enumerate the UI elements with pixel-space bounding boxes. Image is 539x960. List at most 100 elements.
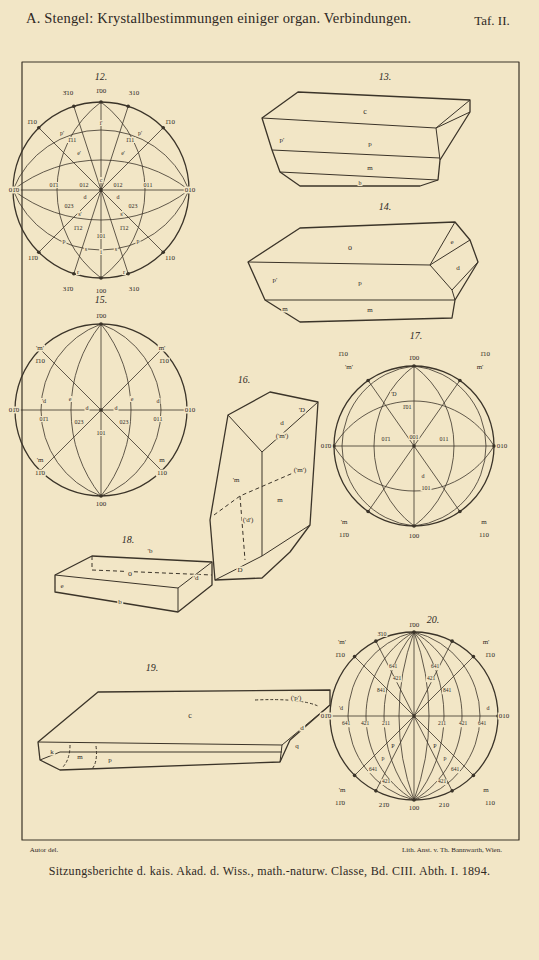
crystal-18 xyxy=(55,556,212,612)
face-label: 310 xyxy=(128,90,141,97)
face-label: c xyxy=(362,108,368,116)
face-label: 'D xyxy=(298,407,306,414)
figure-number: 14. xyxy=(378,202,393,212)
face-label: 1̄10 xyxy=(26,119,38,126)
face-label: 010 xyxy=(184,187,197,194)
face-label: r xyxy=(122,269,126,275)
face-label: 023 xyxy=(64,203,75,209)
face-label: 101 xyxy=(96,430,107,436)
primitive-circle xyxy=(330,632,498,800)
plate-title: A. Stengel: Krystallbestimmungen einiger… xyxy=(26,10,411,27)
face-label: 1̄01 xyxy=(402,404,413,410)
face-label: m' xyxy=(158,345,167,352)
face-label: 641 xyxy=(388,664,398,670)
face-label: d xyxy=(455,265,461,272)
face-label: 11̄0 xyxy=(334,800,346,807)
face-label: 1̄00 xyxy=(95,88,108,95)
face-label: m xyxy=(482,787,489,794)
face-label: 01̄0 xyxy=(8,407,21,414)
pole-dot xyxy=(450,789,454,793)
great-circle xyxy=(334,446,494,491)
face-label: k xyxy=(49,749,55,756)
face-label: 'm xyxy=(340,519,349,526)
great-circle xyxy=(101,102,145,278)
face-label: s' xyxy=(119,211,124,217)
pole-dot xyxy=(99,408,103,412)
crystal-16 xyxy=(210,392,318,580)
primitive-circle xyxy=(13,102,189,278)
stereographic-projection xyxy=(328,630,500,802)
face-label: 100 xyxy=(408,805,421,812)
face-label: m xyxy=(281,306,288,313)
face-label: 641 xyxy=(477,721,487,727)
plate-frame xyxy=(22,62,519,840)
face-label: e xyxy=(130,396,135,402)
face-label: 1̄10 xyxy=(334,652,346,659)
face-label: 100 xyxy=(95,501,108,508)
pole-dot xyxy=(412,444,416,448)
face-label: 010 xyxy=(498,713,511,720)
face-label: p' xyxy=(272,277,279,284)
face-label: 641 xyxy=(450,767,460,773)
pole-dot xyxy=(72,105,76,109)
pole-dot xyxy=(472,774,476,778)
great-circle xyxy=(39,128,163,252)
face-label: 001 xyxy=(409,434,420,440)
face-label: 841 xyxy=(376,688,386,694)
pole-dot xyxy=(366,510,370,514)
face-label: 110 xyxy=(156,470,168,477)
face-label: m xyxy=(158,457,165,464)
figure-number: 16. xyxy=(237,375,252,385)
great-circle xyxy=(74,106,128,273)
face-label: r xyxy=(76,269,80,275)
face-label: 101 xyxy=(421,485,432,491)
face-label: 1̄11 xyxy=(125,137,136,143)
face-label: d xyxy=(116,194,121,200)
face-label: 1̄10 xyxy=(484,652,496,659)
face-label: 211 xyxy=(381,721,391,727)
face-label: s' xyxy=(77,211,82,217)
face-label: ('d') xyxy=(242,517,255,524)
face-label: m xyxy=(480,519,487,526)
pole-dot xyxy=(472,655,476,659)
face-label: 1̄10 xyxy=(158,358,170,365)
face-label: 'D xyxy=(390,391,397,397)
face-label: 'd xyxy=(41,398,47,404)
face-label: 3̄10 xyxy=(62,90,75,97)
face-label: i' xyxy=(99,120,104,126)
face-label: 641 xyxy=(341,721,351,727)
pole-dot xyxy=(99,276,103,280)
pole-dot xyxy=(37,250,41,254)
face-label: 1̄10 xyxy=(34,358,46,365)
face-label: b xyxy=(358,180,363,186)
face-label: p xyxy=(381,755,386,761)
face-label: e' xyxy=(76,150,82,156)
face-label: 01̄0 xyxy=(320,443,333,450)
pole-dot xyxy=(366,379,370,383)
face-label: 'd xyxy=(193,575,200,582)
face-label: 3̄10 xyxy=(377,631,388,637)
pole-dot xyxy=(412,524,416,528)
face-label: 01̄1 xyxy=(381,436,392,442)
great-circle xyxy=(355,657,474,776)
face-label: d xyxy=(156,398,161,404)
face-label: d xyxy=(299,725,305,732)
face-label: 012 xyxy=(113,182,124,188)
great-circle xyxy=(40,349,162,471)
face-label: 011 xyxy=(439,436,450,442)
face-label: p xyxy=(443,755,448,761)
face-label: 421 xyxy=(426,676,436,682)
face-label: 1̄10 xyxy=(337,351,349,358)
face-label: p xyxy=(136,238,141,244)
figure-number: 15. xyxy=(94,295,109,305)
face-label: 'd xyxy=(338,705,344,711)
face-label: s xyxy=(114,246,118,252)
face-label: 421 xyxy=(392,676,402,682)
pole-dot xyxy=(99,100,103,104)
credit-note: Autor del. xyxy=(29,847,59,854)
great-circle xyxy=(355,657,474,776)
pole-dot xyxy=(458,379,462,383)
face-label: p xyxy=(107,757,113,764)
face-label: m xyxy=(366,165,373,172)
